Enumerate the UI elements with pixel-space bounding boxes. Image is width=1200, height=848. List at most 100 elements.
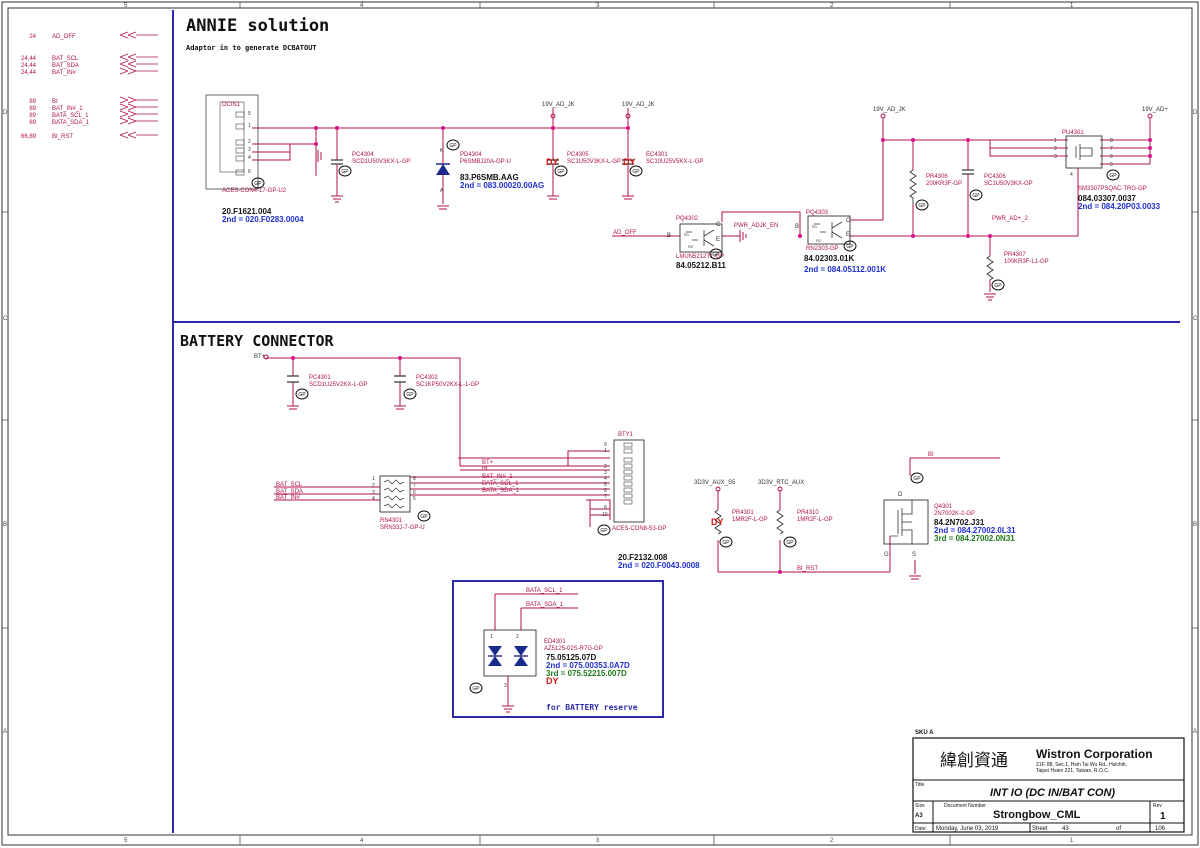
gp-stamp: GP	[295, 388, 309, 400]
dcin1-pin: 2	[248, 139, 251, 145]
gp-stamp: GP	[719, 536, 733, 548]
pc4305-net: 19V_AD_JK	[542, 102, 575, 108]
pc4305-dy: DY	[546, 157, 559, 167]
net-bi: BI	[928, 452, 934, 458]
pu4301-mosfet: PU4301 1 2 3 4 8 7 6 5 SM3307PSQAC-TRG-G…	[1054, 130, 1161, 211]
svg-text:3: 3	[372, 490, 375, 496]
bty1-ref: BTY1	[618, 432, 634, 438]
pq4302-pin-e: E	[716, 237, 720, 243]
pc4302-ref: PC4302	[416, 375, 438, 381]
ec4301-value: SC10U25V5KX-L-GP	[646, 159, 703, 165]
pr4307-value: 100KR3F-L1-GP	[1004, 259, 1049, 265]
pu4301-pin: 8	[1110, 138, 1113, 144]
dcin1-pin: 4	[248, 155, 251, 161]
pu4301-pn: 084.03307.0037	[1078, 194, 1136, 203]
offpage-row: 24 AD_OFF	[29, 31, 158, 40]
pq4303-r1: R1	[812, 224, 818, 229]
col-label: 2	[830, 3, 834, 9]
gp-stamp: GP	[709, 248, 723, 260]
date-field-label: Date:	[915, 826, 927, 832]
pc4306-ref: PC4306	[984, 174, 1006, 180]
dcin1-pn: 20.F1621.004	[222, 207, 272, 216]
pc4305-ref: PC4305	[567, 152, 589, 158]
gp-stamp: GP	[910, 472, 924, 484]
pc4306-value: SC1U50V3KX-GP	[984, 181, 1033, 187]
q4301-pin-s: S	[912, 552, 916, 558]
svg-text:1: 1	[490, 634, 493, 640]
power-rail-labels: 19V_AD_JK 19V_AD+	[873, 107, 1168, 119]
dcin1-alt-pn: 2nd = 020.F0283.0004	[222, 215, 304, 224]
offpage-ref: 89	[29, 99, 36, 105]
col-label: 4	[360, 838, 364, 844]
row-label: C	[3, 316, 8, 322]
annie-title: ANNIE solution	[186, 16, 329, 36]
offpage-net: BATA_SDA_1	[52, 120, 90, 126]
rn4301-part: SRN33J-7-GP-U	[380, 525, 425, 531]
offpage-net: BAT_IN#_1	[52, 106, 83, 112]
gp-stamp: GP	[417, 510, 431, 522]
q4301-pn: 84.2N702.J31	[934, 518, 985, 527]
pc4304-capacitor: PC4304 SCD1U50V3KX-L-GP GP	[331, 152, 410, 203]
q4301-part: 2N7002K-2-GP	[934, 511, 975, 517]
rev-value: 1	[1160, 811, 1166, 822]
svg-text:7: 7	[413, 483, 416, 489]
svg-text:3: 3	[504, 683, 507, 689]
pq4303-pin-b: B	[795, 224, 799, 230]
pu4301-part: SM3307PSQAC-TRG-GP	[1078, 186, 1147, 192]
ec4301-net: 19V_AD_JK	[622, 102, 655, 108]
svg-text:GP: GP	[557, 169, 565, 175]
gp-stamp: GP	[338, 165, 352, 177]
annie-subtitle: Adaptor in to generate DCBATOUT	[186, 44, 317, 52]
pr4306-ref: PR4306	[926, 174, 948, 180]
pq4303-alt-pn: 2nd = 084.05112.001K	[804, 265, 886, 274]
offpage-ref: 24	[29, 34, 36, 40]
col-label: 3	[596, 3, 600, 9]
sheet-total: 106	[1155, 826, 1166, 832]
svg-text:GP: GP	[420, 514, 428, 520]
col-label: 2	[830, 838, 834, 844]
dcin1-pin: 3	[248, 147, 251, 153]
gp-stamp: GP	[251, 177, 265, 189]
svg-text:GP: GP	[994, 283, 1002, 289]
ground-symbol	[739, 230, 747, 242]
gp-stamp: GP	[843, 240, 857, 252]
pr4301-value: 1MR2F-L-GP	[732, 517, 768, 523]
svg-text:4: 4	[604, 476, 607, 482]
gp-stamp: GP	[469, 682, 483, 694]
battery-wires	[266, 357, 1000, 574]
pu4301-pin: 5	[1110, 162, 1113, 168]
q4301-ref: Q4301	[934, 504, 953, 510]
pc4302-capacitor: PC4302 SC1KP50V2KX-L-1-GP GP	[394, 375, 479, 410]
svg-text:GP: GP	[846, 244, 854, 250]
dcin1-connector: DCIN1 5 1 2 3 4 6 ACES-CON4-17-GP-U2 20.…	[205, 94, 304, 224]
pr4310-ref: PR4310	[797, 510, 819, 516]
pq4303-pin-e: E	[846, 232, 850, 238]
battery-title: BATTERY CONNECTOR	[180, 332, 334, 350]
row-label: D	[3, 110, 8, 116]
gp-stamp: GP	[597, 524, 611, 536]
net-19v-ad-jk: 19V_AD_JK	[873, 107, 906, 113]
pc4305-value: SC1U50V3KX-L-GP	[567, 159, 621, 165]
svg-text:GP: GP	[406, 392, 414, 398]
svg-text:8: 8	[604, 505, 607, 511]
offpage-ref: 24,44	[21, 63, 37, 69]
row-label: B	[3, 522, 7, 528]
net-bi-rst: BI_RST	[797, 566, 818, 572]
section-borders	[172, 10, 1180, 833]
offpage-ref: 89	[29, 106, 36, 112]
gp-stamp: GP	[403, 388, 417, 400]
gp-stamp: GP	[991, 279, 1005, 291]
pd4304-diode: K A PD4304 P6SMBJ20A-GP-U 83.P6SMB.AAG 2…	[436, 139, 544, 210]
offpage-net: BI	[52, 99, 58, 105]
offpage-row: 89 BAT_IN#_1	[29, 103, 158, 112]
ed4301-pn: 75.05125.07D	[546, 653, 596, 662]
row-label: B	[1193, 522, 1197, 528]
svg-text:2: 2	[372, 483, 375, 489]
offpage-net: BAT_SDA	[52, 63, 79, 69]
pq4302-part: LMUN5212T1-GP	[676, 254, 724, 260]
battery-junctions	[291, 356, 782, 574]
pc4306-capacitor: PC4306 SC1U50V3KX-GP GP	[962, 169, 1033, 201]
pr4301-ref: PR4301	[732, 510, 754, 516]
gp-stamp: GP	[554, 165, 568, 177]
